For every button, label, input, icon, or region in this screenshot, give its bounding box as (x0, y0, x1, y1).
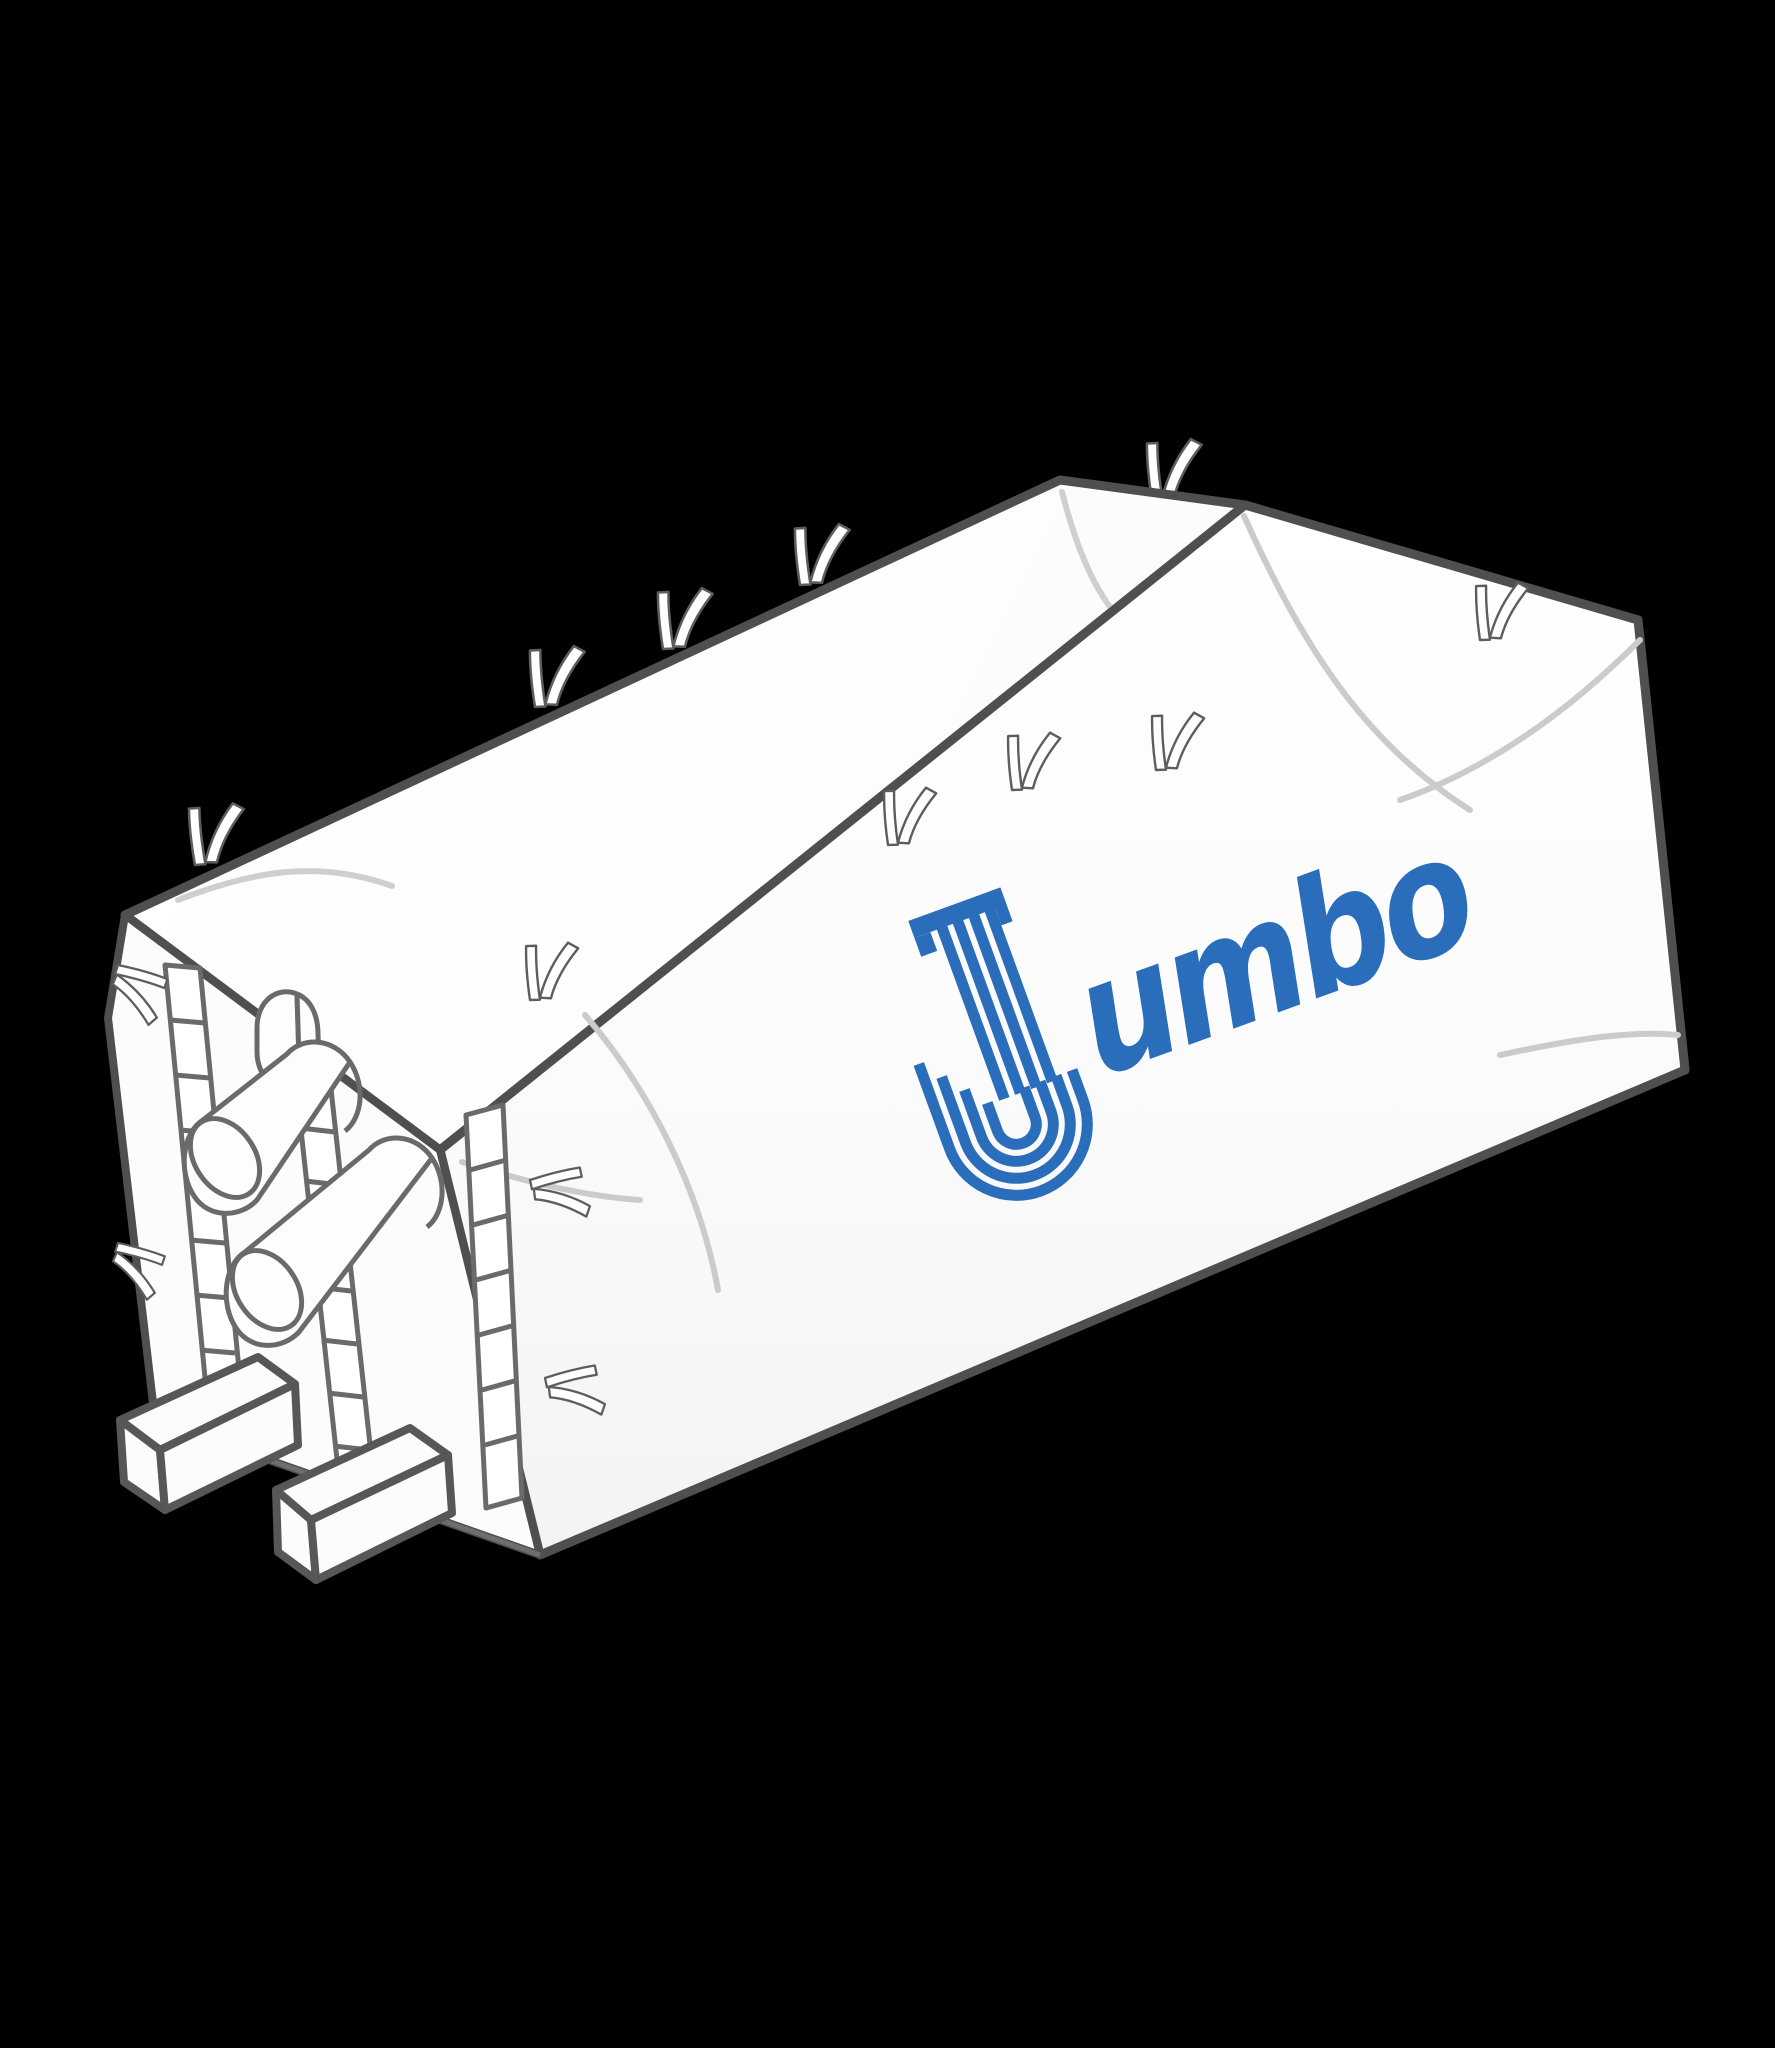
fabric-crease (1241, 513, 1473, 813)
dunnage-block (116, 1353, 302, 1514)
cylinder-roll (223, 1135, 445, 1348)
cylinder-roll (181, 1039, 363, 1216)
logo-j-spiral (913, 1062, 1093, 1201)
dunnage-block (272, 1424, 456, 1584)
fabric-crease (175, 868, 395, 903)
fabric-crease (1397, 637, 1643, 803)
fabric-crease (1497, 1030, 1681, 1058)
ladder-strap (463, 1102, 525, 1511)
logo-j-stem (908, 887, 1058, 1101)
fabric-crease (582, 1012, 721, 1293)
cylinder-roll-group (181, 989, 445, 1348)
dunnage-block-group (116, 1353, 456, 1584)
